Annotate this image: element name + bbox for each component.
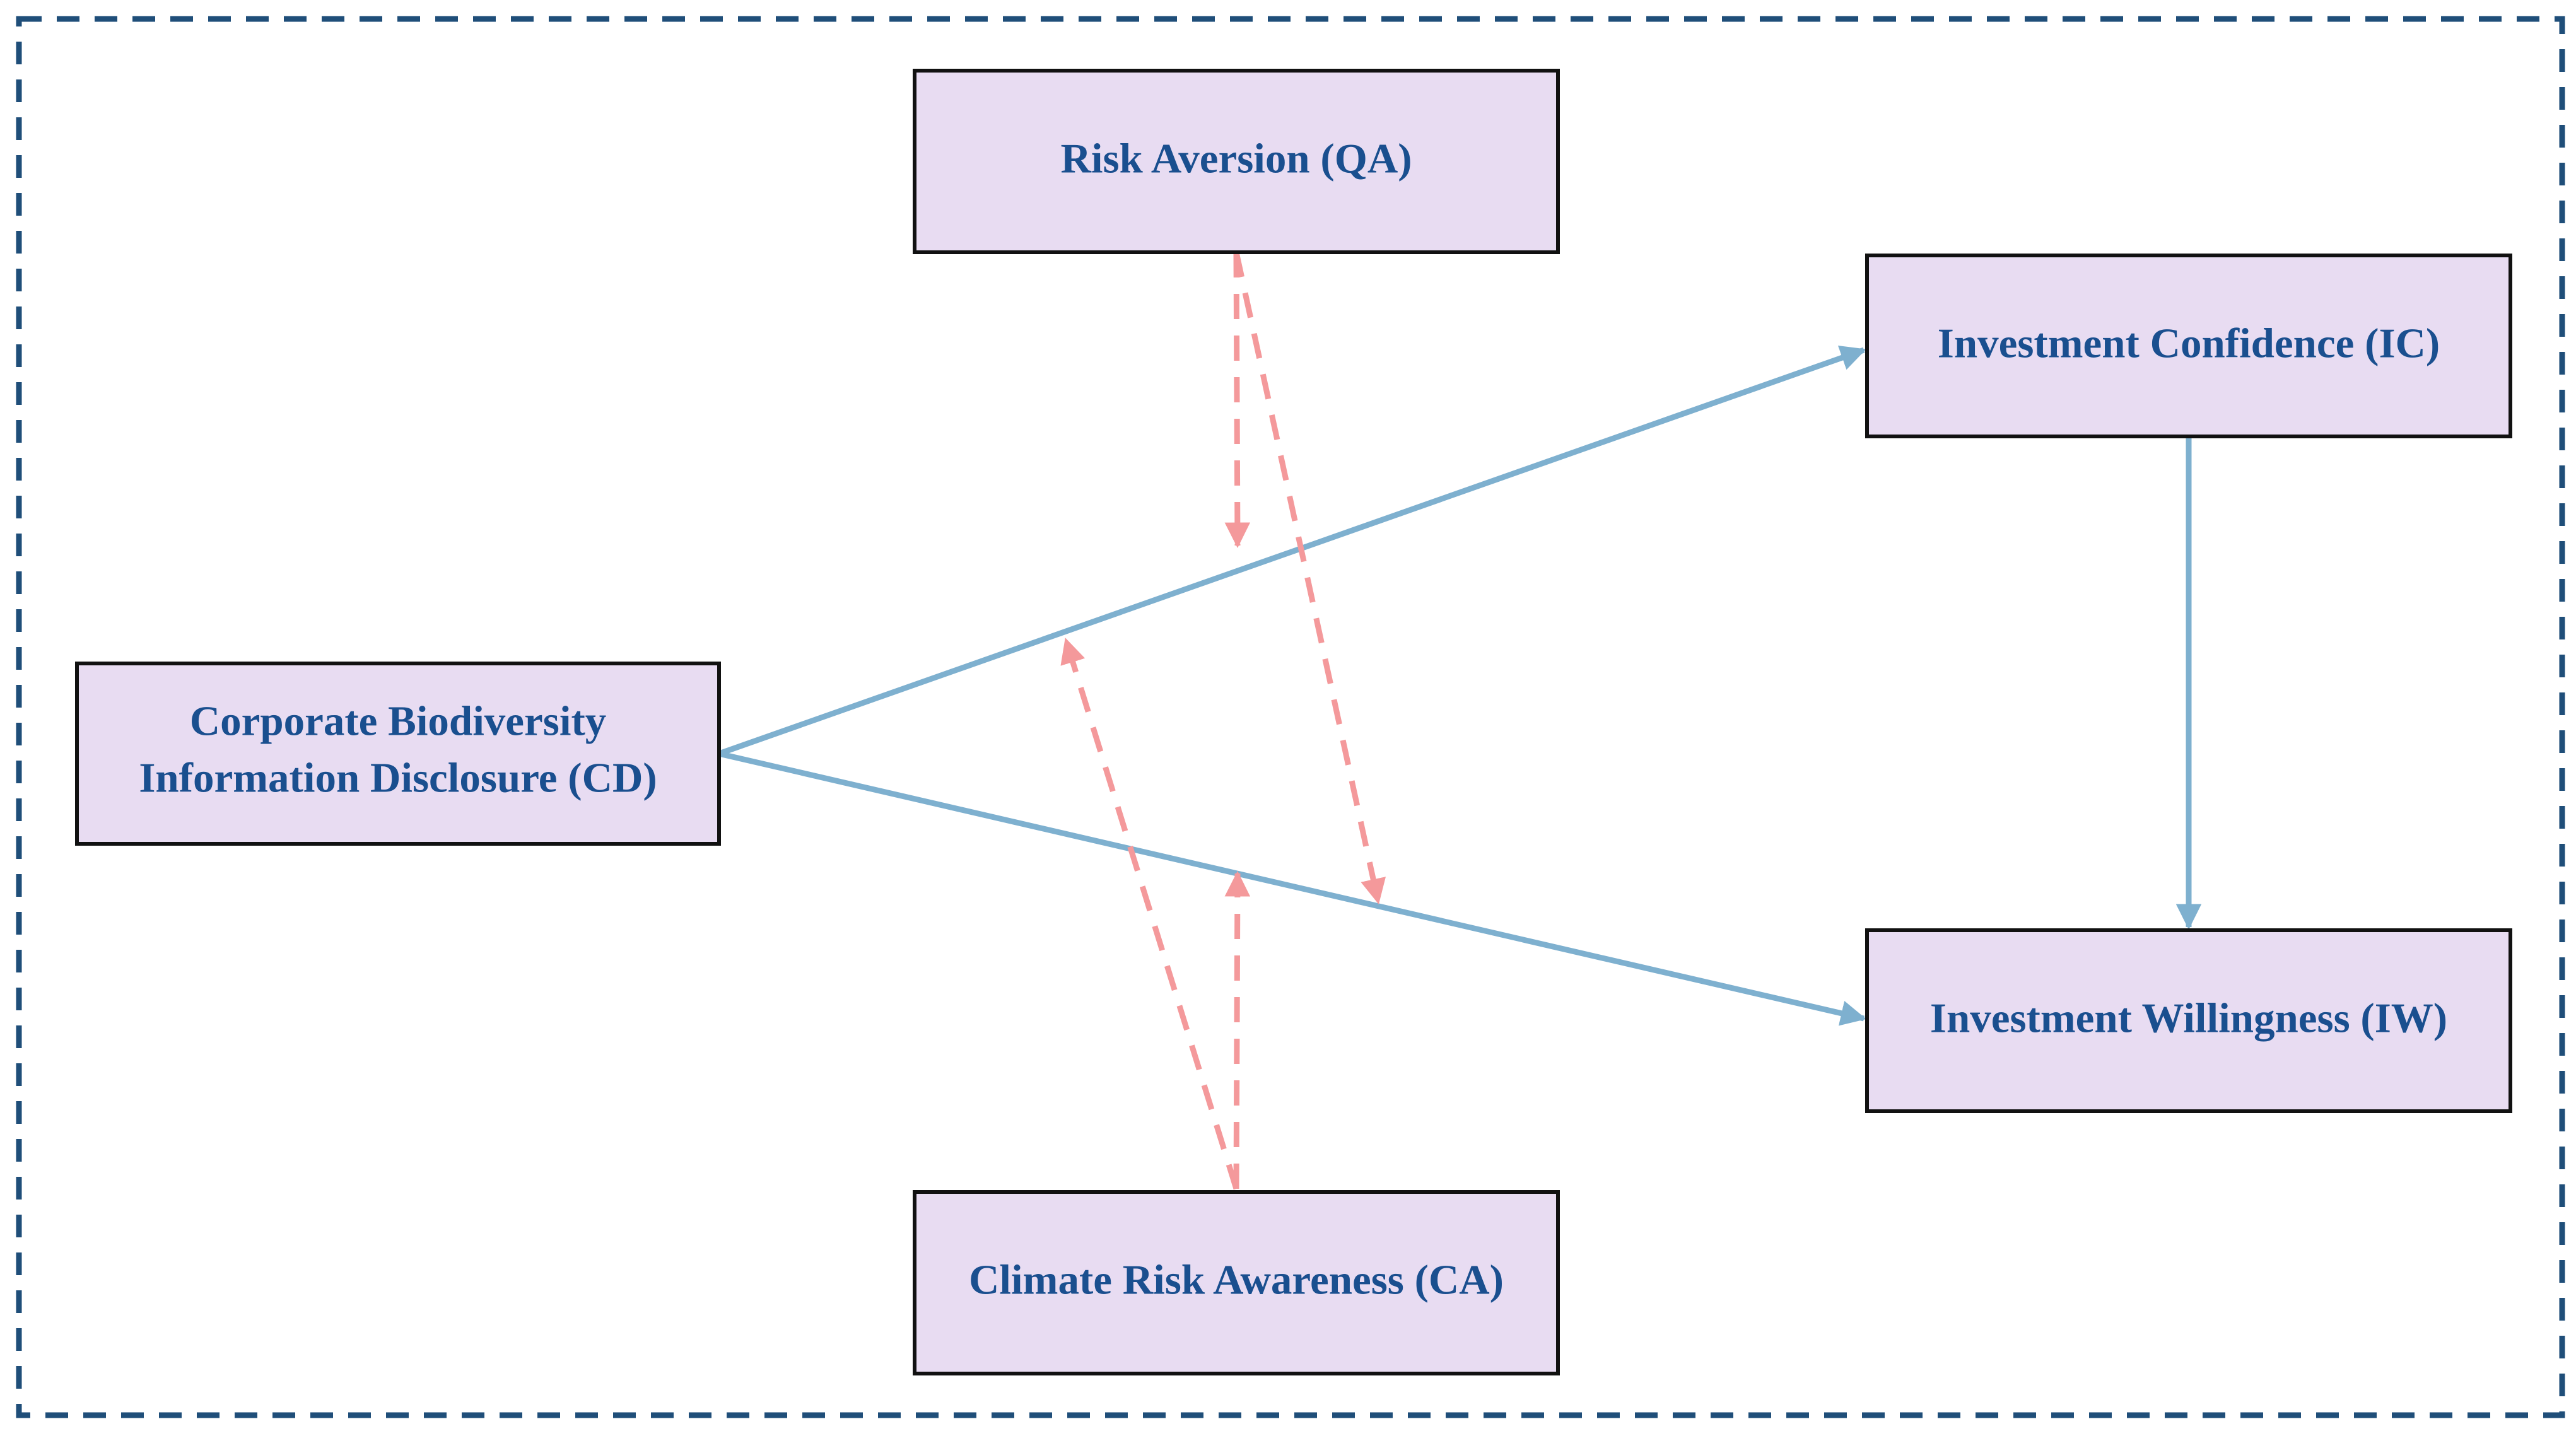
node-cd-label-line-1: Corporate Biodiversity [190, 698, 607, 744]
node-risk-aversion-label: Risk Aversion (QA) [1060, 135, 1412, 182]
node-investment-confidence-label: Investment Confidence (IC) [1938, 320, 2440, 366]
moderation-arrow-ca-to-cd-iw [1224, 870, 1251, 1189]
node-investment-willingness: Investment Willingness (IW) [1865, 928, 2512, 1113]
outer-dashed-frame [16, 16, 2565, 1418]
node-risk-aversion: Risk Aversion (QA) [913, 69, 1560, 254]
moderation-arrow-ca-to-cd-ic [1060, 638, 1239, 1190]
moderation-arrow-qa-to-cd-iw [1233, 252, 1386, 904]
moderation-arrow-qa-to-cd-ic [1224, 252, 1251, 549]
arrow-cd-to-ic [718, 346, 1866, 757]
node-climate-risk-awareness: Climate Risk Awareness (CA) [913, 1190, 1560, 1375]
node-cd-label-line-2: Information Disclosure (CD) [139, 754, 657, 801]
node-investment-willingness-label: Investment Willingness (IW) [1930, 995, 2447, 1041]
arrow-cd-to-iw [718, 750, 1866, 1026]
node-investment-confidence: Investment Confidence (IC) [1865, 254, 2512, 438]
node-corporate-biodiversity-disclosure: Corporate Biodiversity Information Discl… [75, 662, 721, 846]
node-climate-risk-awareness-label: Climate Risk Awareness (CA) [969, 1256, 1504, 1303]
